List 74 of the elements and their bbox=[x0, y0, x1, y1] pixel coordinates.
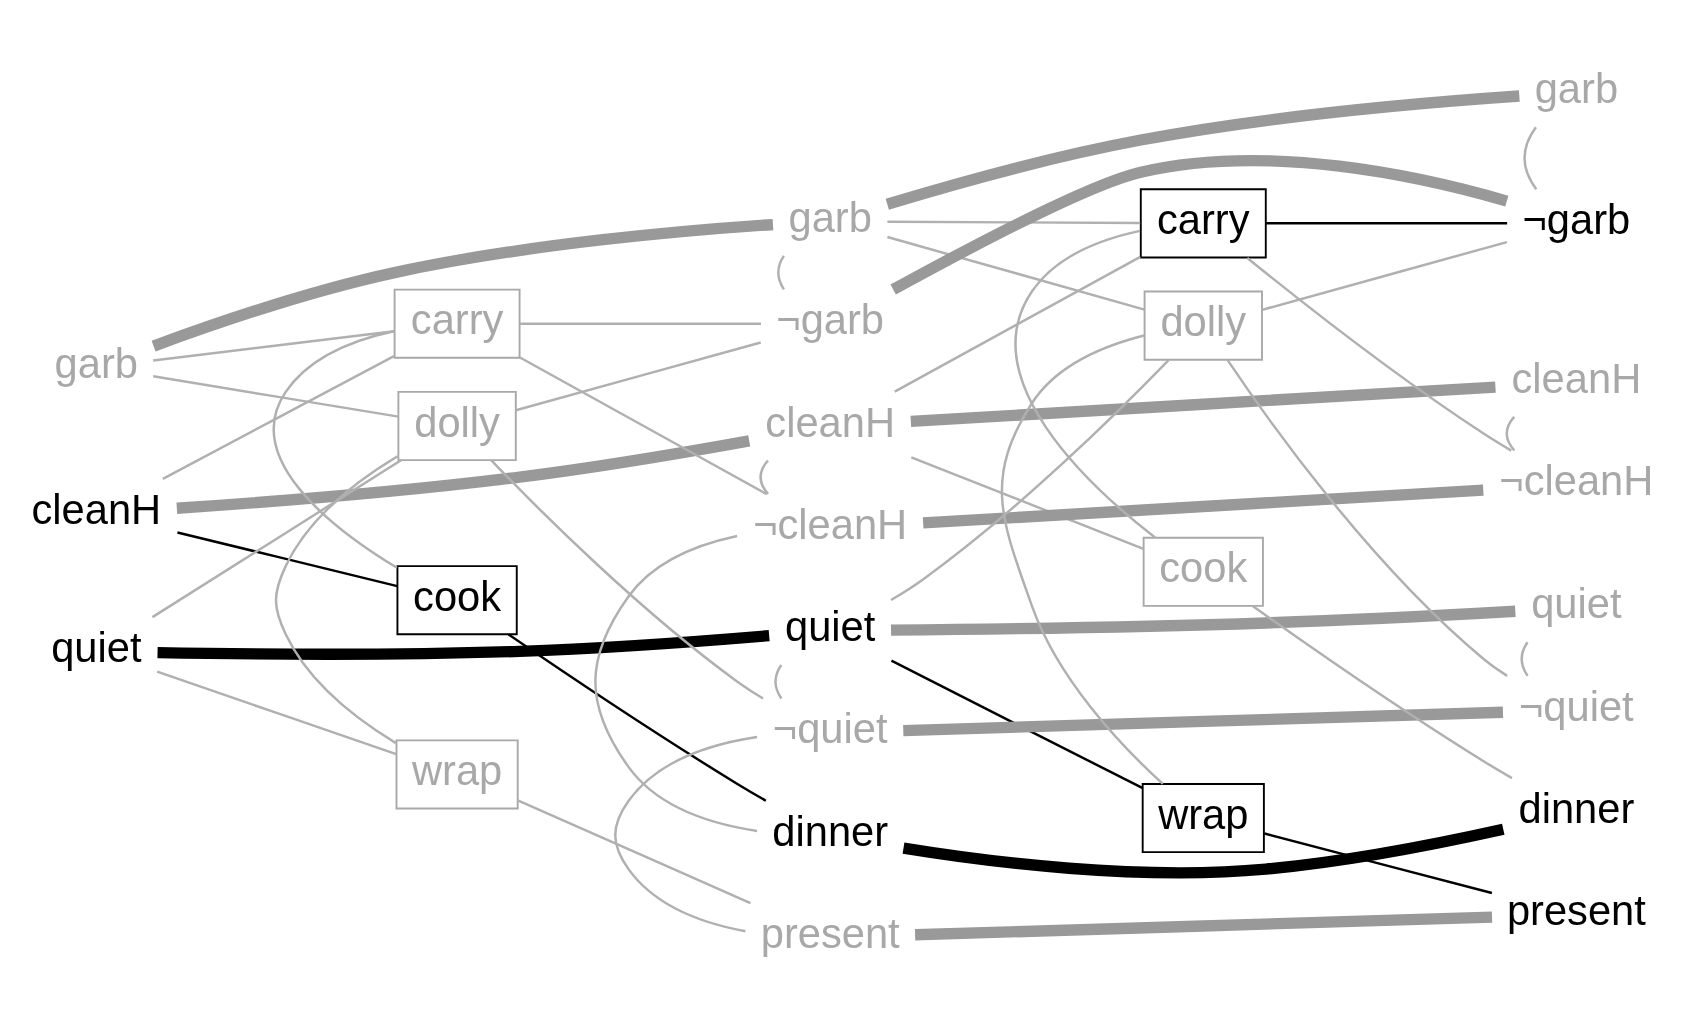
connector bbox=[1520, 641, 1529, 677]
node-text: ¬garb bbox=[1522, 195, 1631, 243]
node-text: present bbox=[1506, 887, 1646, 935]
connector bbox=[153, 375, 399, 418]
connector bbox=[759, 459, 770, 495]
connector bbox=[162, 355, 395, 480]
connector bbox=[890, 359, 1170, 602]
connector bbox=[1523, 126, 1538, 190]
connector bbox=[507, 633, 767, 802]
node-text: quiet bbox=[1531, 580, 1622, 628]
connector bbox=[614, 735, 758, 933]
node-text: cleanH bbox=[1511, 355, 1642, 403]
connector bbox=[1251, 604, 1513, 780]
connector bbox=[176, 435, 751, 514]
connector bbox=[910, 456, 1144, 551]
node-box: carry bbox=[1139, 188, 1267, 259]
node-text: garb bbox=[788, 194, 872, 242]
node-box: cook bbox=[396, 565, 518, 636]
node-box: wrap bbox=[395, 739, 519, 810]
connector bbox=[914, 911, 1493, 941]
node-text: dinner bbox=[1518, 784, 1635, 832]
node-text: present bbox=[760, 909, 900, 957]
connector bbox=[1246, 257, 1512, 452]
connector bbox=[157, 630, 770, 660]
connector bbox=[894, 255, 1141, 393]
connector bbox=[594, 534, 758, 833]
node-text: cleanH bbox=[31, 485, 162, 533]
node-box: dolly bbox=[1143, 290, 1263, 361]
node-box: cook bbox=[1142, 536, 1264, 607]
connector bbox=[890, 605, 1516, 636]
connector bbox=[885, 90, 1520, 210]
connector bbox=[1014, 229, 1156, 539]
node-text: ¬quiet bbox=[772, 705, 888, 753]
connector bbox=[903, 706, 1504, 737]
connector bbox=[774, 664, 783, 700]
connector bbox=[151, 218, 774, 352]
connector bbox=[1261, 240, 1508, 312]
node-text: quiet bbox=[785, 603, 876, 651]
connector bbox=[922, 484, 1484, 529]
connector bbox=[490, 459, 764, 700]
connector bbox=[1000, 334, 1164, 785]
connector bbox=[153, 329, 395, 362]
connector bbox=[887, 220, 1141, 225]
connector bbox=[517, 799, 751, 905]
node-text: garb bbox=[54, 339, 138, 387]
connector bbox=[519, 356, 768, 496]
node-text: ¬cleanH bbox=[753, 500, 908, 548]
connector bbox=[177, 531, 398, 588]
connector bbox=[887, 235, 1145, 311]
connector bbox=[910, 381, 1496, 428]
connector bbox=[1505, 416, 1516, 452]
node-text: quiet bbox=[51, 623, 142, 671]
node-text: ¬quiet bbox=[1519, 682, 1634, 730]
node-text: garb bbox=[1534, 65, 1619, 113]
connector bbox=[156, 670, 397, 756]
node-box: dolly bbox=[397, 390, 517, 462]
connector bbox=[902, 823, 1505, 879]
node-text: dinner bbox=[772, 807, 889, 855]
connector bbox=[1266, 222, 1508, 225]
node-box: carry bbox=[393, 288, 521, 359]
connector bbox=[515, 341, 761, 412]
node-text: ¬garb bbox=[776, 296, 885, 344]
connector bbox=[274, 455, 399, 745]
connector bbox=[272, 330, 398, 569]
connector bbox=[777, 255, 785, 290]
connector bbox=[519, 322, 761, 325]
node-text: ¬cleanH bbox=[1499, 457, 1654, 505]
connector bbox=[151, 459, 402, 619]
connector bbox=[890, 155, 1509, 295]
connector bbox=[1226, 359, 1508, 677]
connector bbox=[1264, 832, 1493, 895]
node-text: cleanH bbox=[765, 398, 896, 446]
node-box: wrap bbox=[1141, 783, 1265, 854]
connector bbox=[890, 659, 1143, 790]
